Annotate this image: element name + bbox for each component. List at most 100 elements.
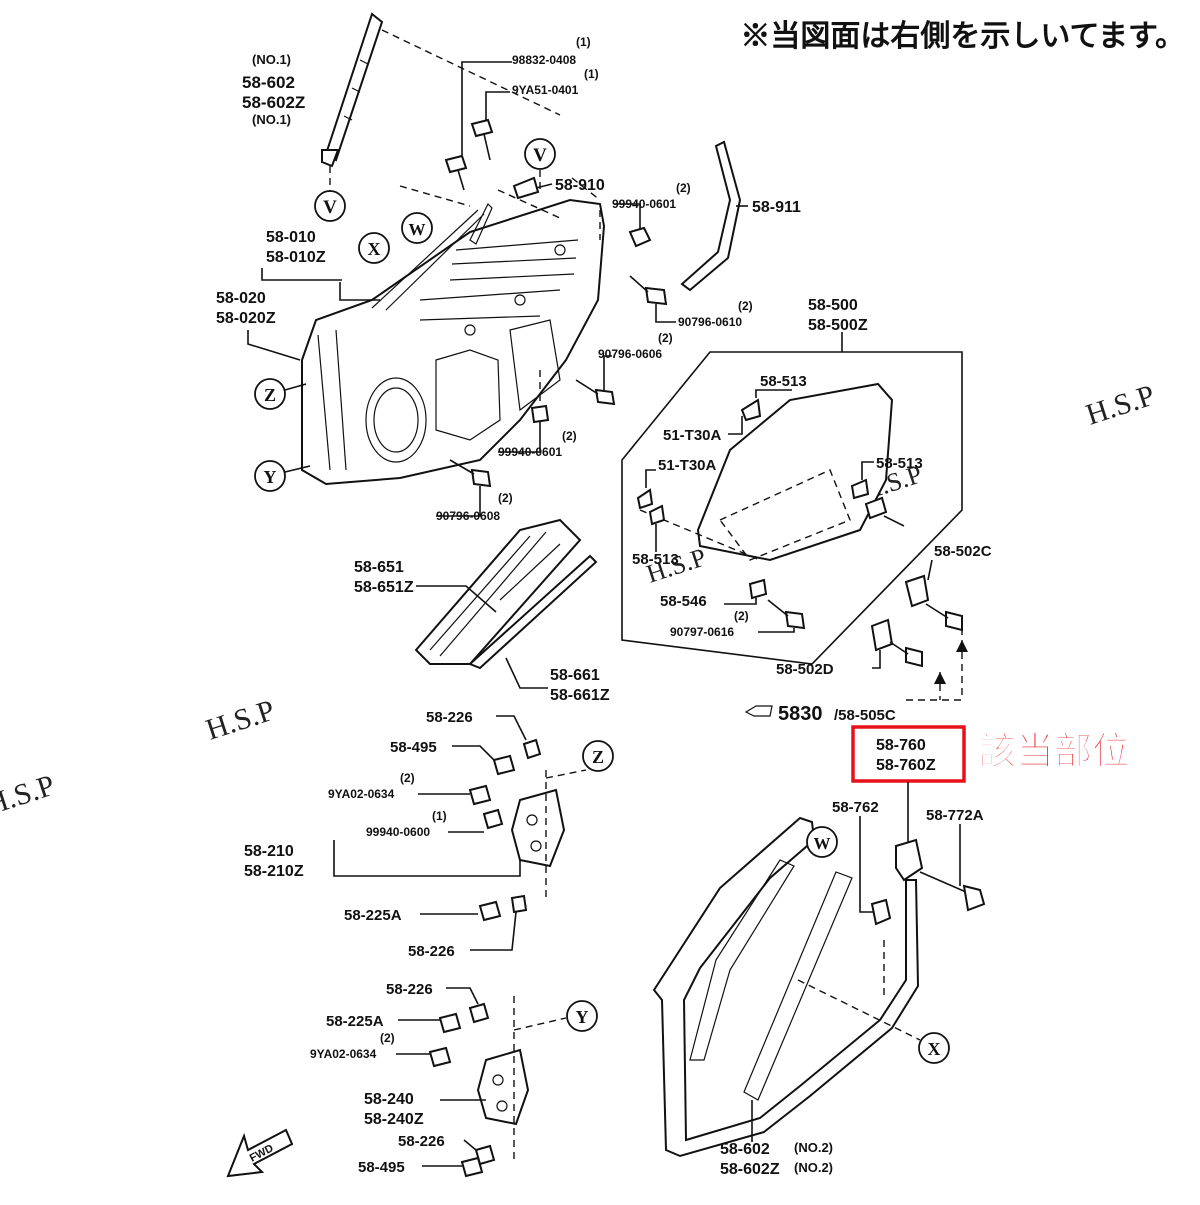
watermark-1: H.S.P (1082, 379, 1159, 432)
callout-suffix: /58-505C (834, 707, 896, 724)
label-58-772a: 58-772A (926, 807, 984, 824)
qty-99940-mid: (2) (562, 429, 577, 443)
bracket-58-502c (904, 559, 963, 632)
part-58-911 (680, 140, 742, 292)
svg-text:X: X (928, 1039, 941, 1059)
leader-99940-top (614, 203, 641, 230)
ref-marker-w-top: W (401, 212, 433, 244)
upper-hinge-part (468, 738, 566, 922)
label-58-661z: 58-661Z (550, 687, 610, 704)
label-58-020z: 58-020Z (216, 310, 276, 327)
label-58-240z: 58-240Z (364, 1111, 424, 1128)
door-weatherstrip (652, 816, 920, 1158)
qty-99940-top: (2) (676, 181, 691, 195)
label-58-226-c: 58-226 (386, 981, 433, 998)
highlight-label: 該当部位 (978, 731, 1130, 773)
label-58-513-top: 58-513 (760, 373, 807, 390)
label-58-602: 58-602 (242, 73, 295, 92)
label-no1-top: (NO.1) (252, 52, 291, 67)
ref-marker-z-hinge: Z (582, 740, 614, 772)
spacer-58-546 (748, 578, 768, 600)
clip-58-513-left (648, 504, 666, 526)
callout-hand-icon (744, 705, 773, 717)
leader-58-226-c (446, 987, 479, 1005)
watermark-5: H.S.P (202, 694, 279, 747)
label-99940-0600: 99940-0600 (366, 825, 430, 839)
watermark-6: H.S.P (0, 769, 59, 822)
label-58-210: 58-210 (244, 843, 294, 860)
label-58-226-d: 58-226 (398, 1133, 445, 1150)
leader-58-495-a (452, 745, 495, 761)
label-58-513-right: 58-513 (876, 455, 923, 472)
qty-90797: (2) (734, 609, 749, 623)
label-51-t30a-top: 51-T30A (663, 427, 722, 444)
quarter-glass-part (414, 518, 598, 670)
clip-58-513-right-2 (864, 496, 888, 520)
svg-text:V: V (323, 197, 337, 218)
label-58-240: 58-240 (364, 1091, 414, 1108)
label-58-546: 58-546 (660, 593, 707, 610)
label-9ya51-0401: 9YA51-0401 (512, 83, 579, 97)
qty-9ya02-b: (2) (380, 1031, 395, 1045)
ref-marker-v-left: V (314, 190, 346, 222)
label-9ya02-0634-b: 9YA02-0634 (310, 1047, 377, 1061)
glass-assembly-box (621, 351, 963, 665)
svg-text:V: V (533, 145, 547, 166)
label-58-226-b: 58-226 (408, 943, 455, 960)
ref-marker-w-strip: W (806, 826, 838, 858)
svg-text:W: W (814, 834, 831, 853)
label-58-661: 58-661 (550, 667, 600, 684)
bolt-90796-0610 (629, 275, 676, 323)
svg-text:Y: Y (264, 467, 277, 487)
leader-58-226-b (470, 911, 517, 951)
label-58-502c: 58-502C (934, 543, 992, 560)
door-shell-part (301, 198, 606, 486)
svg-text:Z: Z (264, 385, 276, 405)
ref-marker-v-right: V (524, 138, 556, 190)
label-58-210z: 58-210Z (244, 863, 304, 880)
leader-58-226-d (463, 1139, 477, 1151)
label-58-911: 58-911 (752, 199, 801, 216)
bracket-58-010 (261, 268, 342, 281)
ref-marker-x-strip: X (918, 1032, 950, 1064)
qty-90796-0608: (2) (498, 491, 513, 505)
svg-text:W: W (409, 220, 426, 239)
bolt-90797-0616 (784, 610, 806, 630)
leader-58-513-top (755, 389, 792, 398)
label-58-495-b: 58-495 (358, 1159, 405, 1176)
svg-text:X: X (368, 239, 381, 259)
bracket-58-210 (333, 840, 521, 877)
label-58-225a-b: 58-225A (326, 1013, 384, 1030)
label-58-225a-a: 58-225A (344, 907, 402, 924)
leader-51-t30a-left (645, 469, 656, 488)
label-90796-0608: 90796-0608 (436, 509, 500, 523)
leader-58-661 (505, 657, 548, 689)
ref-marker-y-left: Y (254, 460, 311, 492)
label-58-010z: 58-010Z (266, 249, 326, 266)
svg-text:Y: Y (576, 1007, 589, 1027)
bracket-58-502d (870, 618, 923, 669)
front-channel-part (321, 12, 561, 190)
leader-58-513-right (861, 461, 874, 480)
glass-hidden-outline (718, 469, 851, 561)
label-98832-0408: 98832-0408 (512, 53, 576, 67)
label-58-495-a: 58-495 (390, 739, 437, 756)
leader-58-226-a (496, 715, 527, 741)
clip-58-513-right (850, 478, 870, 500)
bracket-58-020 (247, 330, 301, 361)
label-58-651z: 58-651Z (354, 579, 414, 596)
part-58-762-clip (870, 898, 892, 926)
part-58-760-clip (895, 838, 986, 912)
label-90796-0606: 90796-0606 (598, 347, 662, 361)
top-screws (444, 61, 512, 191)
label-90796-0610: 90796-0610 (678, 315, 742, 329)
label-58-602z-no2: 58-602Z (720, 1161, 780, 1178)
qty-9ya02-a: (2) (400, 771, 415, 785)
label-58-226-a: 58-226 (426, 709, 473, 726)
leader-58-546 (724, 598, 757, 605)
qty-90796-0610: (2) (738, 299, 753, 313)
fwd-arrow: FWD (226, 1128, 294, 1178)
leader-58-010 (339, 282, 380, 301)
label-58-910: 58-910 (555, 177, 605, 194)
